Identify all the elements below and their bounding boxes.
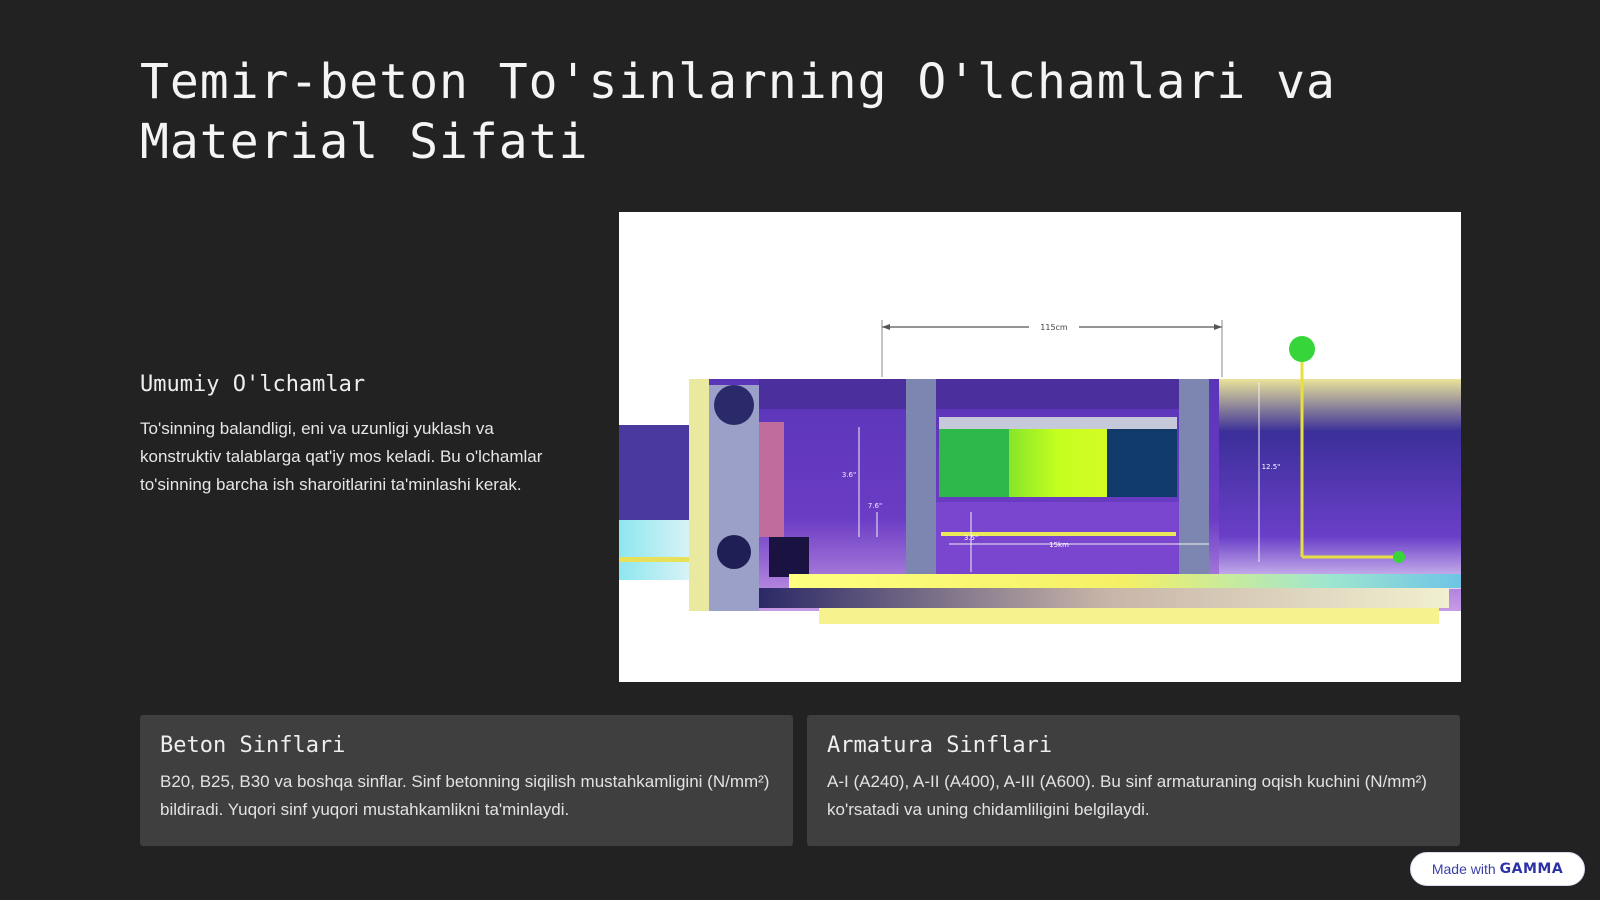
dimension-inner-label: 15km (1049, 541, 1069, 549)
made-with-gamma-badge[interactable]: Made with GAMMA (1410, 852, 1585, 886)
beam-diagram-image: 115cm 3.6" 7.6" 15km 3.5" 12.5" (619, 212, 1461, 682)
dimension-left-label-1: 3.6" (842, 471, 856, 479)
gamma-logo: GAMMA (1499, 861, 1564, 877)
dimension-mid-label: 3.5" (964, 534, 978, 542)
dimension-left-label-2: 7.6" (868, 502, 882, 510)
dimensions-section: Umumiy O'lchamlar To'sinning balandligi,… (140, 372, 560, 499)
section-text: To'sinning balandligi, eni va uzunligi y… (140, 419, 543, 494)
card-title: Beton Sinflari (160, 733, 346, 758)
concrete-classes-card: Beton Sinflari B20, B25, B30 va boshqa s… (140, 715, 793, 846)
card-text: A-I (A240), A-II (A400), A-III (A600). B… (827, 772, 1427, 819)
rebar-classes-card: Armatura Sinflari A-I (A240), A-II (A400… (807, 715, 1460, 846)
section-heading: Umumiy O'lchamlar (140, 372, 366, 397)
dimension-top-label: 115cm (1040, 323, 1068, 332)
badge-prefix: Made with (1431, 861, 1496, 877)
dimension-right-label: 12.5" (1262, 463, 1281, 471)
card-title: Armatura Sinflari (827, 733, 1053, 758)
page-title: Temir-beton To'sinlarning O'lchamlari va… (140, 54, 1336, 170)
card-text: B20, B25, B30 va boshqa sinflar. Sinf be… (160, 772, 770, 819)
